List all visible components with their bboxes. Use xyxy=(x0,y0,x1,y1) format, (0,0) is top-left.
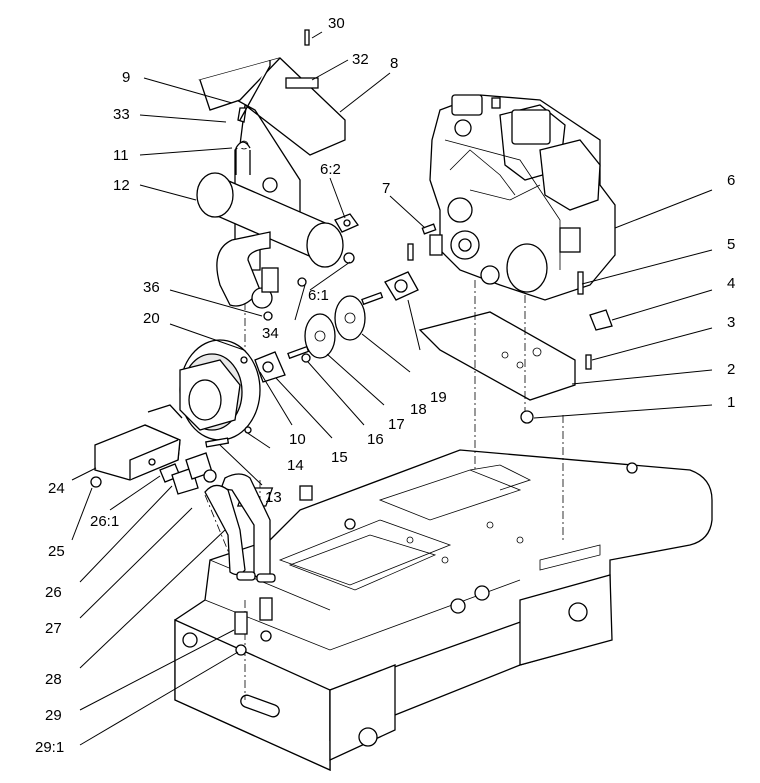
callout-15: 15 xyxy=(331,449,348,466)
callout-30: 30 xyxy=(328,15,345,32)
callout-26-1: 26:1 xyxy=(90,513,119,530)
callout-9: 9 xyxy=(122,69,130,86)
callout-2: 2 xyxy=(727,361,735,378)
callout-14: 14 xyxy=(287,457,304,474)
callout-20: 20 xyxy=(143,310,160,327)
exhaust-flanges xyxy=(254,271,419,383)
callout-17: 17 xyxy=(388,416,405,433)
hose-fittings xyxy=(159,452,276,656)
callout-36: 36 xyxy=(143,279,160,296)
callout-26: 26 xyxy=(45,584,62,601)
leader-lines xyxy=(71,31,713,746)
callout-4: 4 xyxy=(727,275,735,292)
callout-24: 24 xyxy=(48,480,65,497)
callout-11: 11 xyxy=(113,147,129,164)
callout-labels: 30 32 8 9 33 11 12 6:2 7 6 5 4 3 2 1 36 … xyxy=(35,15,735,756)
callout-32: 32 xyxy=(352,51,369,68)
callout-28: 28 xyxy=(45,671,62,688)
callout-34: 34 xyxy=(262,325,279,342)
callout-7: 7 xyxy=(382,180,390,197)
callout-6: 6 xyxy=(727,172,735,189)
callout-6-2: 6:2 xyxy=(320,161,341,178)
callout-1: 1 xyxy=(727,394,735,411)
callout-6-1: 6:1 xyxy=(308,287,329,304)
callout-27: 27 xyxy=(45,620,62,637)
callout-33: 33 xyxy=(113,106,130,123)
callout-29-1: 29:1 xyxy=(35,739,64,756)
callout-10: 10 xyxy=(289,431,306,448)
blower-housing xyxy=(179,339,261,448)
callout-3: 3 xyxy=(727,314,735,331)
callout-18: 18 xyxy=(410,401,427,418)
muffler xyxy=(196,172,344,321)
frame-chassis xyxy=(174,449,713,772)
callout-12: 12 xyxy=(113,177,130,194)
callout-5: 5 xyxy=(727,236,735,253)
callout-25: 25 xyxy=(48,543,65,560)
callout-13: 13 xyxy=(265,489,282,506)
callout-19: 19 xyxy=(430,389,447,406)
callout-8: 8 xyxy=(390,55,398,72)
base-plate xyxy=(418,311,576,401)
engine-assembly xyxy=(429,94,616,301)
u-bolt xyxy=(235,141,251,175)
callout-29: 29 xyxy=(45,707,62,724)
callout-16: 16 xyxy=(367,431,384,448)
small-hardware xyxy=(237,29,613,424)
air-box xyxy=(90,404,183,488)
